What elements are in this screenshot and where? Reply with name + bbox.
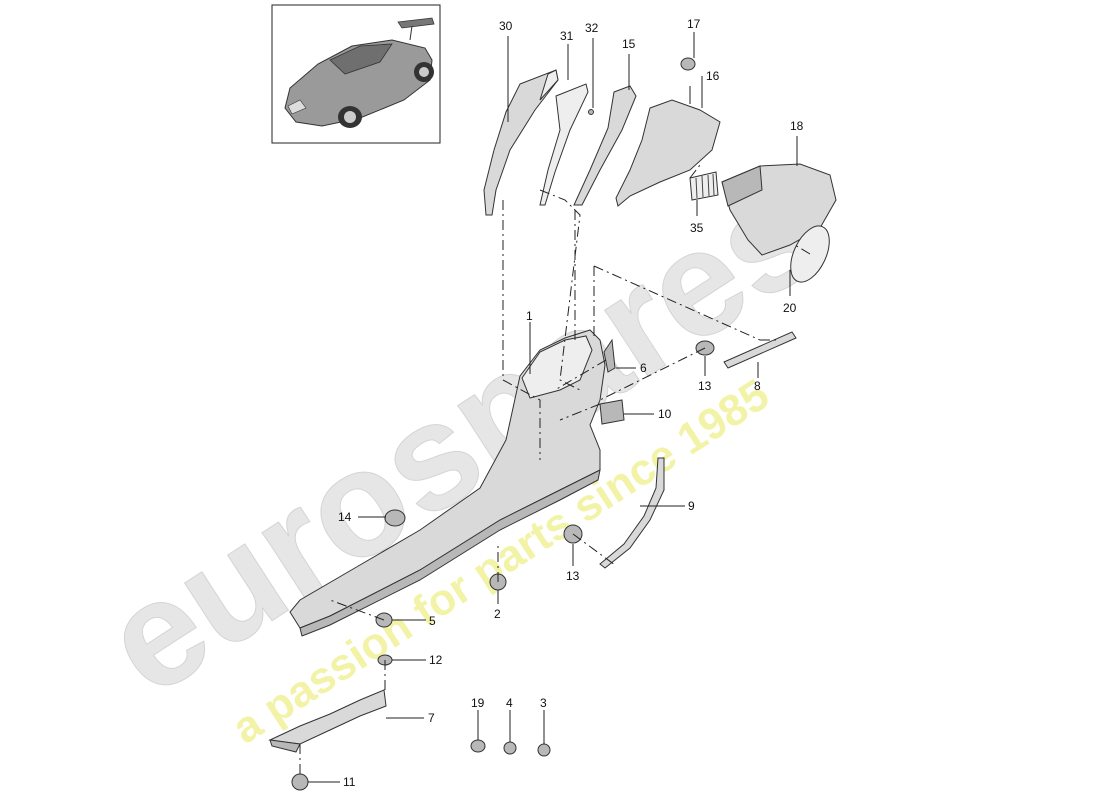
callout-14: 14	[338, 510, 352, 524]
callout-12: 12	[429, 653, 443, 667]
callout-17: 17	[687, 17, 701, 31]
callouts: 30 31 32 15 17 16 18 35 20 1 6 13 8 10 9…	[338, 17, 804, 789]
callout-1: 1	[526, 309, 533, 323]
part-18-front	[721, 165, 763, 207]
part-16	[615, 99, 721, 207]
part-10	[599, 399, 625, 425]
part-11	[291, 773, 309, 791]
callout-6: 6	[640, 361, 647, 375]
callout-3: 3	[540, 696, 547, 710]
callout-20: 20	[783, 301, 797, 315]
watermark: eurospares a passion for parts since 198…	[75, 145, 846, 753]
callout-19: 19	[471, 696, 485, 710]
part-31	[539, 83, 589, 206]
part-19	[470, 739, 486, 753]
callout-13a: 13	[698, 379, 712, 393]
part-14	[384, 509, 406, 527]
part-4	[503, 741, 517, 755]
part-7-edge	[269, 739, 301, 753]
part-3	[537, 743, 551, 757]
car-thumbnail	[271, 4, 441, 144]
callout-13b: 13	[566, 569, 580, 583]
callout-4: 4	[506, 696, 513, 710]
callout-32: 32	[585, 21, 599, 35]
callout-8: 8	[754, 379, 761, 393]
callout-15: 15	[622, 37, 636, 51]
car-icon	[284, 17, 435, 128]
part-1-face	[521, 335, 593, 399]
part-6	[603, 338, 616, 373]
part-8	[723, 331, 797, 369]
part-17	[680, 57, 696, 71]
part-1-shadow	[299, 469, 601, 637]
callout-35: 35	[690, 221, 704, 235]
part-32	[588, 109, 594, 115]
callout-2: 2	[494, 607, 501, 621]
callout-16: 16	[706, 69, 720, 83]
part-15	[573, 85, 637, 206]
callout-18: 18	[790, 119, 804, 133]
assembly-lines	[299, 164, 811, 774]
part-7	[268, 689, 387, 745]
part-35	[689, 171, 719, 201]
leader-lines	[308, 32, 798, 783]
callout-11: 11	[343, 775, 356, 789]
part-30-edge	[539, 69, 559, 101]
callout-5: 5	[429, 614, 436, 628]
callout-10: 10	[658, 407, 672, 421]
callout-9: 9	[688, 499, 695, 513]
callout-31: 31	[560, 29, 574, 43]
callout-30: 30	[499, 19, 513, 33]
part-9	[599, 457, 665, 569]
callout-7: 7	[428, 711, 435, 725]
